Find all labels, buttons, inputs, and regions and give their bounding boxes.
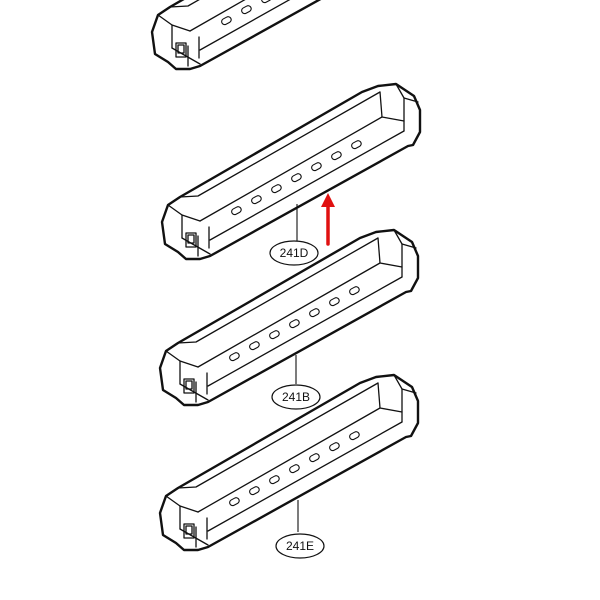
part-label-241e: 241E bbox=[286, 539, 314, 553]
part-label-241b: 241B bbox=[282, 390, 310, 404]
door-shelf-241e: 241E bbox=[158, 373, 420, 559]
part-label-oval-241b bbox=[271, 384, 321, 410]
part-label-oval-241e bbox=[275, 533, 325, 559]
door-shelf-241b: 241B bbox=[158, 228, 420, 410]
part-label-oval-241d bbox=[269, 240, 319, 266]
door-shelf-top bbox=[150, 0, 412, 71]
door-shelf-241d: 241D bbox=[160, 82, 422, 266]
red-arrow-head bbox=[321, 193, 335, 207]
red-arrow-icon bbox=[321, 193, 335, 246]
part-label-241d: 241D bbox=[280, 246, 309, 260]
